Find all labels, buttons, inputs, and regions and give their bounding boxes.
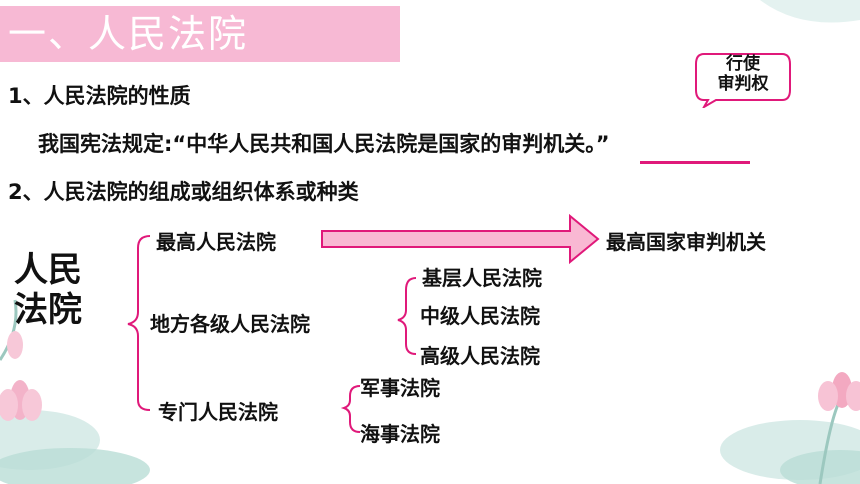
- callout-line-1: 行使: [726, 54, 760, 74]
- lotus-flower-left-icon: [0, 331, 42, 421]
- special-bracket: [340, 385, 361, 433]
- node-high-court: 高级人民法院: [420, 344, 540, 368]
- local-bracket: [397, 277, 417, 355]
- node-basic-court: 基层人民法院: [422, 266, 542, 290]
- lotus-flower-right-icon: [818, 372, 860, 411]
- node-local-courts: 地方各级人民法院: [150, 312, 310, 336]
- section-heading-nature: 1、人民法院的性质: [8, 84, 191, 108]
- callout-text: 行使 审判权: [694, 54, 792, 94]
- supreme-arrow: [321, 213, 600, 265]
- node-intermediate-court: 中级人民法院: [420, 304, 540, 328]
- section-heading-structure: 2、人民法院的组成或组织体系或种类: [8, 180, 359, 204]
- main-bracket: [127, 235, 151, 411]
- tree-root-line-2: 法院: [14, 290, 82, 330]
- callout-bubble: [695, 53, 791, 108]
- underline-highlight: [640, 161, 750, 164]
- tree-root: 人民 法院: [14, 250, 82, 330]
- callout-line-2: 审判权: [717, 74, 769, 94]
- node-supreme-role: 最高国家审判机关: [606, 230, 766, 254]
- constitution-statement: 我国宪法规定:“中华人民共和国人民法院是国家的审判机关。”: [38, 132, 610, 156]
- lotus-leaves-left: [0, 299, 150, 484]
- lotus-leaves-right: [720, 399, 860, 484]
- node-military-court: 军事法院: [360, 376, 440, 400]
- page-title: 一、人民法院: [8, 12, 249, 56]
- node-supreme-court: 最高人民法院: [156, 230, 276, 254]
- node-special-courts: 专门人民法院: [158, 400, 278, 424]
- title-bar: 一、人民法院: [0, 6, 400, 62]
- tree-root-line-1: 人民: [14, 250, 82, 290]
- corner-wave-top-right: [760, 0, 860, 23]
- node-maritime-court: 海事法院: [360, 422, 440, 446]
